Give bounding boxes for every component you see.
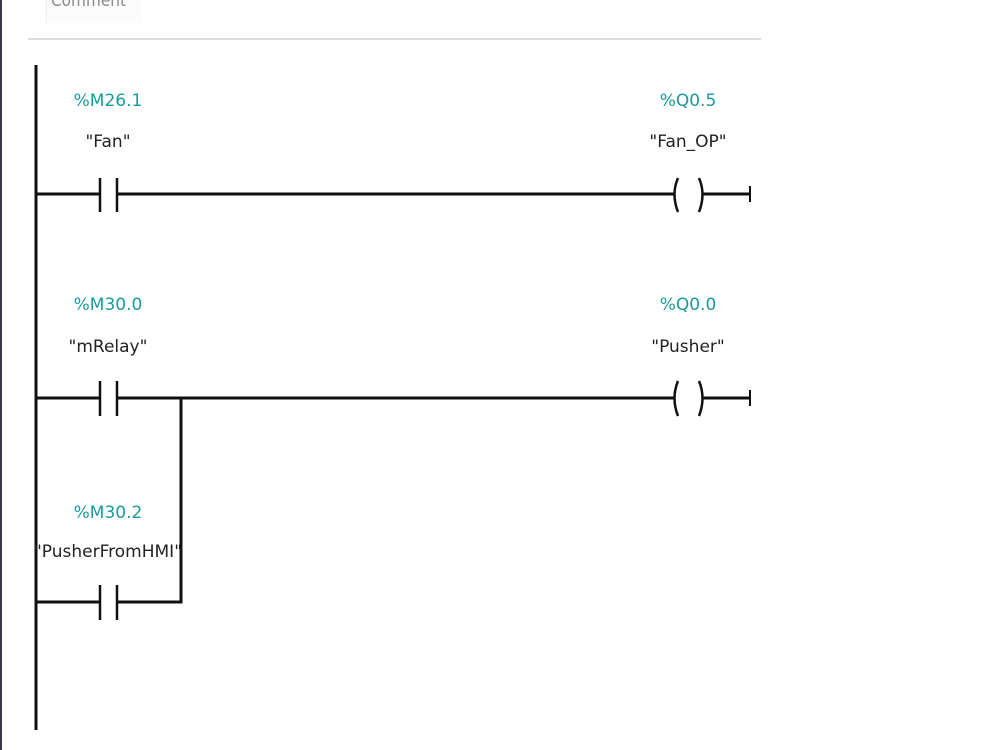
network-separator xyxy=(28,38,761,40)
contact-address: %M26.1 xyxy=(74,91,143,111)
coil-address: %Q0.5 xyxy=(660,91,717,111)
branch-contact-address: %M30.2 xyxy=(74,503,143,523)
comment-label: Comment xyxy=(51,0,126,11)
window-border xyxy=(0,0,2,750)
normally-open-contact[interactable] xyxy=(36,381,119,416)
contact-symbol: "mRelay" xyxy=(69,337,148,357)
rung-1: %M26.1 "Fan" %Q0.5 "Fan_OP" xyxy=(36,91,751,213)
normally-open-contact[interactable] xyxy=(36,178,119,212)
normally-open-contact[interactable] xyxy=(36,585,119,620)
network-comment[interactable]: Comment xyxy=(46,0,141,23)
coil-symbol[interactable]: "Pusher" xyxy=(651,337,724,357)
branch-wire xyxy=(117,398,183,604)
contact-symbol: "Fan" xyxy=(85,132,130,152)
output-coil[interactable] xyxy=(673,177,751,213)
coil-symbol[interactable]: "Fan_OP" xyxy=(649,132,726,152)
rung-2: %M30.0 "mRelay" %Q0.0 "Pusher" %M30.2 "P… xyxy=(34,295,751,620)
coil-address: %Q0.0 xyxy=(660,295,717,315)
contact-address: %M30.0 xyxy=(74,295,143,315)
output-coil[interactable] xyxy=(673,380,751,417)
branch-contact-symbol: "PusherFromHMI" xyxy=(34,542,182,562)
